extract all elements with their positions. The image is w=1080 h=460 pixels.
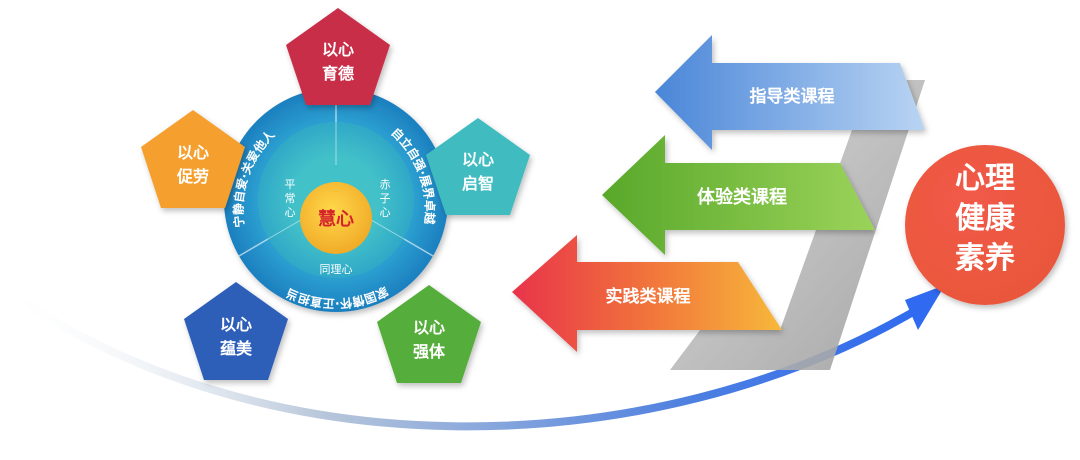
wheel-center-label: 慧心	[318, 208, 354, 230]
wisdom-heart-center	[300, 182, 372, 254]
pentagon-qizhi-line1: 以心	[462, 150, 494, 169]
svg-text:常: 常	[285, 192, 296, 205]
svg-text:子: 子	[380, 192, 391, 205]
inner-label-empathy: 同理心	[320, 263, 353, 276]
goal-line3: 素养	[955, 241, 1015, 276]
pentagon-yude: 以心 育德	[286, 8, 390, 105]
pentagon-yude-line1: 以心	[322, 40, 354, 59]
pentagon-qiangti-line1: 以心	[413, 318, 445, 337]
svg-text:心: 心	[285, 206, 296, 219]
pentagon-yunmei-line2: 蕴美	[220, 339, 253, 358]
goal-line1: 心理	[955, 161, 1015, 196]
pentagon-cujiao: 以心 促劳	[141, 110, 245, 208]
goal-line2: 健康	[955, 201, 1016, 236]
svg-text:赤: 赤	[380, 178, 391, 191]
pentagon-cujiao-line1: 以心	[177, 143, 209, 162]
guidance-course-arrow	[655, 35, 925, 150]
experience-course-arrow	[602, 135, 875, 255]
guidance-course-label: 指导类课程	[750, 86, 835, 107]
svg-text:心: 心	[380, 206, 391, 219]
pentagon-qiangti-line2: 强体	[413, 342, 446, 361]
psych-health-literacy-circle	[905, 145, 1065, 305]
gray-connector-band	[670, 80, 925, 370]
pentagon-cujiao-shape	[141, 110, 245, 208]
practice-course-arrow	[512, 235, 782, 352]
pentagon-qizhi-line2: 启智	[462, 174, 494, 193]
pentagon-yude-shape	[286, 8, 390, 105]
heart-wheel	[224, 88, 448, 312]
pentagon-qizhi: 以心 启智	[426, 118, 530, 215]
inner-label-ordinary-heart: 平 常 心	[285, 178, 296, 219]
pentagon-yude-line2: 育德	[322, 64, 354, 83]
practice-course-label: 实践类课程	[606, 286, 691, 307]
pentagon-qiangti-shape	[377, 285, 481, 383]
pentagon-yunmei: 以心 蕴美	[184, 282, 288, 380]
svg-text:平: 平	[285, 178, 296, 191]
pentagon-cujiao-line2: 促劳	[176, 167, 209, 186]
pentagon-yunmei-line1: 以心	[220, 315, 252, 334]
inner-label-pure-heart: 赤 子 心	[380, 178, 391, 219]
pentagon-yunmei-shape	[184, 282, 288, 380]
swoosh-arrowhead	[905, 285, 945, 330]
pentagon-qizhi-shape	[426, 118, 530, 215]
pentagon-qiangti: 以心 强体	[377, 285, 481, 383]
experience-course-label: 体验类课程	[697, 186, 787, 208]
